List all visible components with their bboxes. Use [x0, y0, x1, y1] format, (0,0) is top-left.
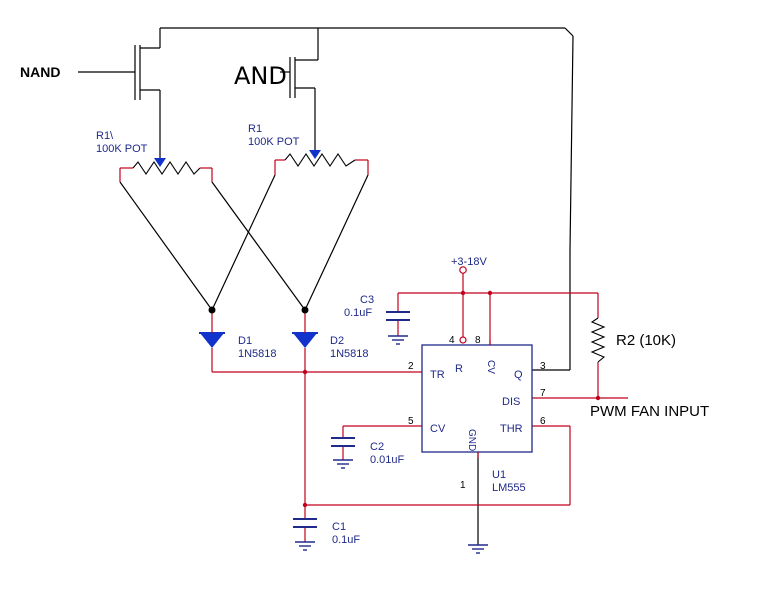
- u1-ref: U1: [492, 469, 506, 481]
- pin-number-8: 8: [475, 335, 481, 346]
- d2-value: 1N5818: [330, 348, 369, 360]
- red-wires: [119, 159, 628, 542]
- potentiometer-r1-left: [132, 158, 201, 175]
- pin-number-2: 2: [408, 361, 414, 372]
- ground-icon-u1: [468, 544, 488, 554]
- capacitor-c2: [331, 437, 355, 447]
- and-label: AND: [234, 62, 287, 90]
- d1-value: 1N5818: [238, 348, 277, 360]
- potentiometer-r1-right: [284, 150, 356, 167]
- c3-ref: C3: [360, 294, 374, 306]
- c3-value: 0.1uF: [344, 307, 372, 319]
- c2-ref: C2: [370, 441, 384, 453]
- pin-name-gnd: GND: [466, 429, 477, 451]
- r1-right-value: 100K POT: [248, 136, 300, 148]
- pin-name-dis: DIS: [502, 396, 520, 408]
- r1-left-value: 100K POT: [96, 143, 148, 155]
- pin-name-tr: TR: [430, 369, 445, 381]
- junction-dots: [208, 306, 309, 314]
- black-wires: [78, 27, 574, 545]
- pwm-fan-input-label: PWM FAN INPUT: [590, 403, 709, 420]
- ground-icon-c1: [295, 541, 315, 551]
- diode-d2: [292, 310, 318, 348]
- pin-number-1: 1: [460, 480, 466, 491]
- supply-label: +3-18V: [451, 256, 487, 268]
- nand-label: NAND: [20, 64, 60, 80]
- pin-number-5: 5: [408, 416, 414, 427]
- d1-ref: D1: [238, 335, 252, 347]
- wiper-arrow-icon: [154, 158, 166, 167]
- ground-icon-c3: [388, 335, 408, 345]
- red-junction-dots: [302, 290, 601, 508]
- pin4-bubble-icon: [459, 336, 467, 344]
- capacitor-c1: [293, 518, 317, 528]
- capacitor-c3: [386, 311, 410, 321]
- pin-number-6: 6: [540, 416, 546, 427]
- u1-value: LM555: [492, 482, 526, 494]
- pin-number-7: 7: [540, 388, 546, 399]
- pin-name-cv-top: CV: [485, 360, 496, 374]
- wiper-arrow-icon: [309, 150, 321, 159]
- pin-number-3: 3: [540, 361, 546, 372]
- r2-label: R2 (10K): [616, 332, 676, 349]
- supply-terminal-icon: [459, 266, 467, 274]
- c2-value: 0.01uF: [370, 454, 405, 466]
- ic-lm555-body: [421, 344, 533, 453]
- r1-left-ref: R1\: [96, 130, 114, 142]
- ic-pin-stubs: [477, 340, 491, 458]
- pin-number-4: 4: [449, 335, 455, 346]
- r1-right-ref: R1: [248, 123, 262, 135]
- ground-icon-c2: [333, 459, 353, 469]
- pin-name-cv: CV: [430, 423, 446, 435]
- c1-ref: C1: [332, 521, 346, 533]
- d2-ref: D2: [330, 335, 344, 347]
- pin-name-thr: THR: [500, 423, 523, 435]
- pin-name-q: Q: [514, 369, 523, 381]
- diode-d1: [199, 310, 225, 348]
- c1-value: 0.1uF: [332, 534, 360, 546]
- pin-name-r: R: [455, 363, 463, 375]
- resistor-r2: [590, 317, 606, 363]
